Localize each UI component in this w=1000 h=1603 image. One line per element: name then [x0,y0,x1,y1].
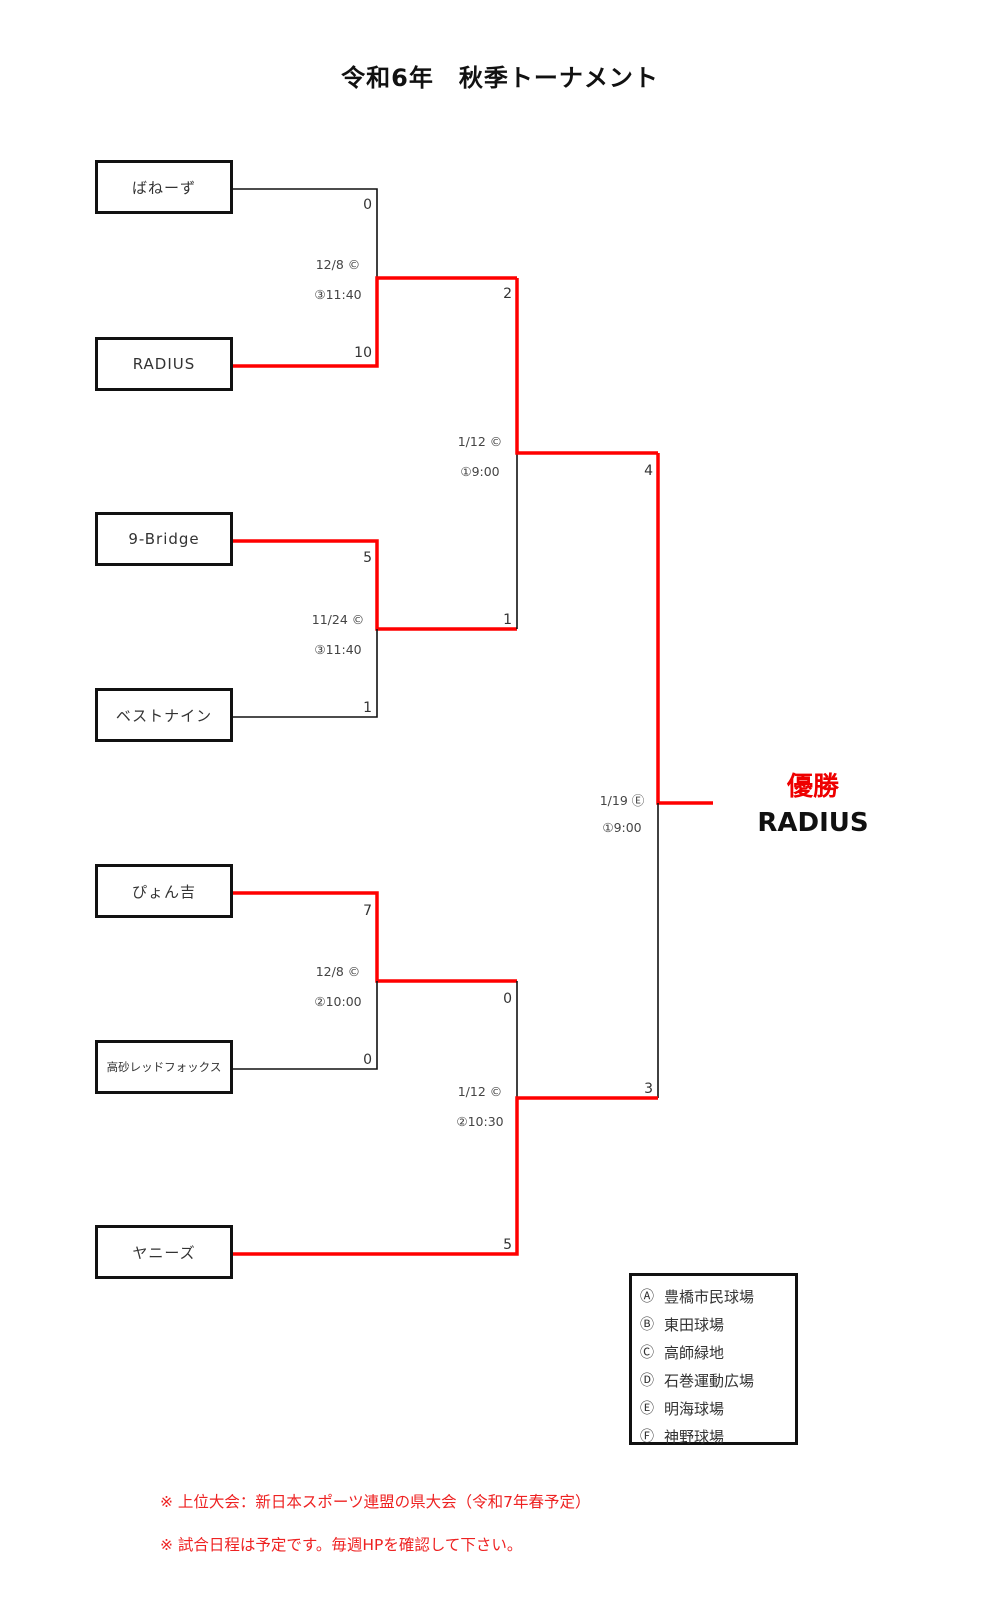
champion-label: 優勝 [786,772,839,802]
venue-mark: Ⓑ [640,1317,654,1333]
score: 1 [363,700,372,716]
venue-name: 明海球場 [664,1399,725,1418]
line-team-pyonkichi-win [233,891,517,983]
match-time: ①9:00 [602,820,642,835]
team-box: ばねーず [95,160,233,214]
match-time: ③11:40 [314,642,362,657]
match-date: 12/8 © [315,964,361,979]
venue-mark: Ⓒ [640,1345,654,1361]
legend-item: Ⓐ 豊橋市民球場 [640,1282,795,1310]
team-name: 9-Bridge [128,530,200,548]
team-box: ぴょん吉 [95,864,233,918]
score: 4 [644,463,653,479]
score: 0 [503,991,512,1007]
legend-item: Ⓔ 明海球場 [640,1394,795,1422]
line-final-win [656,453,713,805]
team-name: RADIUS [132,355,196,373]
venue-legend: Ⓐ 豊橋市民球場 Ⓑ 東田球場 Ⓒ 高師緑地 Ⓓ 石巻運動広場 Ⓔ 明海球場 Ⓕ 神野球場 [629,1273,798,1446]
venue-name: 石巻運動広場 [664,1371,755,1390]
match-time: ②10:30 [456,1114,504,1129]
line-team-yanizu-win [233,1096,658,1256]
match-date: 12/8 © [315,257,361,272]
venue-name: 東田球場 [664,1315,725,1334]
match-time: ①9:00 [460,464,500,479]
venue-name: 神野球場 [664,1427,725,1446]
score: 0 [363,1052,372,1068]
team-box: ヤニーズ [95,1225,233,1279]
score: 2 [503,286,512,302]
match-time: ③11:40 [314,287,362,302]
legend-item: Ⓓ 石巻運動広場 [640,1366,795,1394]
team-name: ぴょん吉 [131,882,196,901]
match-date: 1/12 © [457,434,503,449]
team-name: ばねーず [131,178,196,197]
champion-name: RADIUS [757,808,869,838]
legend-item: Ⓑ 東田球場 [640,1310,795,1338]
team-name: ベストナイン [115,706,213,725]
score: 10 [354,345,372,361]
legend-item: Ⓕ 神野球場 [640,1422,795,1450]
line-r2m1-win [515,278,658,455]
match-time: ②10:00 [314,994,362,1009]
score: 5 [363,550,372,566]
line-team-takasago [233,981,378,1070]
team-name: ヤニーズ [132,1243,196,1262]
legend-item: Ⓒ 高師緑地 [640,1338,795,1366]
note-upper-tournament: ※ 上位大会：新日本スポーツ連盟の県大会（令和7年春予定） [160,1493,591,1511]
team-name: 高砂レッドフォックス [106,1060,222,1074]
venue-name: 豊橋市民球場 [664,1287,755,1306]
venue-mark: Ⓓ [640,1373,654,1389]
page-title: 令和6年 秋季トーナメント [341,64,659,92]
line-team-9bridge-win [233,539,517,631]
line-team-bestnine [233,629,378,718]
score: 1 [503,612,512,628]
team-box: ベストナイン [95,688,233,742]
score: 0 [363,197,372,213]
line-team-banezu [233,188,378,278]
score: 5 [503,1237,512,1253]
note-schedule: ※ 試合日程は予定です。毎週HPを確認して下さい。 [160,1536,523,1554]
score: 7 [363,903,372,919]
line-team-radius-win [233,276,517,368]
team-box: RADIUS [95,337,233,391]
team-box: 高砂レッドフォックス [95,1040,233,1094]
match-date: 1/19 Ⓔ [599,793,645,808]
venue-mark: Ⓕ [640,1429,654,1445]
team-box: 9-Bridge [95,512,233,566]
venue-name: 高師緑地 [664,1343,725,1362]
venue-mark: Ⓐ [640,1289,654,1305]
venue-mark: Ⓔ [640,1401,654,1417]
match-date: 1/12 © [457,1084,503,1099]
match-date: 11/24 © [311,612,365,627]
score: 3 [644,1081,653,1097]
